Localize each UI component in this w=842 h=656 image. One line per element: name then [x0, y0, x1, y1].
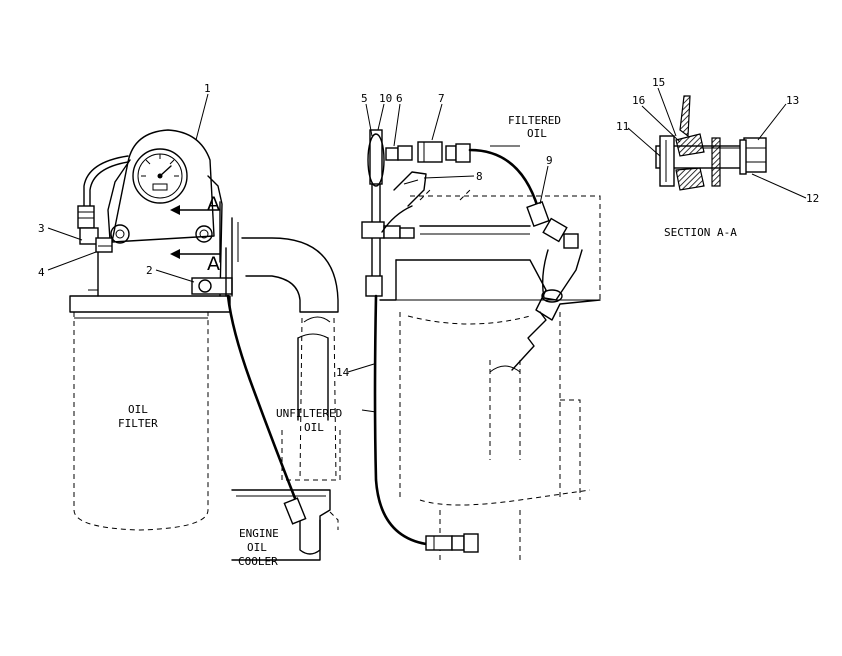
- engine-oil-cooler: [231, 430, 341, 561]
- callout-2: 2: [146, 264, 153, 277]
- oil-cooler-elbow-tube: [241, 237, 339, 481]
- oil-pressure-switch-8: [381, 171, 427, 233]
- callout-6: 6: [396, 92, 403, 105]
- callout-numbers: 1 2 3 4 5 10 6 7 8 9 14 15 16 11 13 12: [38, 76, 819, 379]
- engine-block-side-view: [379, 189, 601, 560]
- section-marker-upper: A: [207, 193, 220, 215]
- unfiltered-oil-label-line2: OIL: [304, 421, 324, 434]
- filtered-oil-label-line2: OIL: [527, 127, 547, 140]
- callout-9: 9: [546, 154, 553, 167]
- engine-oil-cooler-label-line2: OIL: [247, 541, 267, 554]
- engine-oil-cooler-label-line3: COOLER: [238, 555, 278, 568]
- gauge-line-14: [373, 294, 479, 553]
- line-clip-2: [191, 217, 239, 297]
- callout-16: 16: [632, 94, 645, 107]
- gauge-bracket-side-view: [361, 129, 415, 297]
- callout-7: 7: [438, 92, 445, 105]
- section-a-a-title: SECTION A-A: [664, 226, 737, 239]
- callout-3: 3: [38, 222, 45, 235]
- filtered-oil-line: [385, 141, 583, 371]
- callout-15: 15: [652, 76, 665, 89]
- gauge-supply-line-and-fitting: [77, 155, 129, 253]
- callout-4: 4: [38, 266, 45, 279]
- section-a-a-detail: [655, 95, 767, 191]
- section-marker-lower: A: [207, 253, 220, 275]
- component-labels: OIL FILTER ENGINE OIL COOLER UNFILTERED …: [118, 114, 737, 568]
- oil-filter-label-line2: FILTER: [118, 417, 158, 430]
- callout-1: 1: [204, 82, 211, 95]
- callout-5: 5: [361, 92, 368, 105]
- oil-pressure-gauge: [110, 129, 215, 244]
- callout-12: 12: [806, 192, 819, 205]
- callout-14: 14: [336, 366, 350, 379]
- unfiltered-oil-label-line1: UNFILTERED: [276, 407, 342, 420]
- callout-13: 13: [786, 94, 799, 107]
- filtered-oil-label-line1: FILTERED: [508, 114, 561, 127]
- section-a-a-cut-markers: A A: [170, 193, 221, 275]
- callout-11: 11: [616, 120, 629, 133]
- callout-10: 10: [379, 92, 392, 105]
- callout-leaders: [47, 87, 807, 413]
- engine-oil-cooler-label-line1: ENGINE: [239, 527, 279, 540]
- callout-8: 8: [476, 170, 483, 183]
- oil-filter-label-line1: OIL: [128, 403, 148, 416]
- gauge-line-to-cooler: [226, 294, 307, 525]
